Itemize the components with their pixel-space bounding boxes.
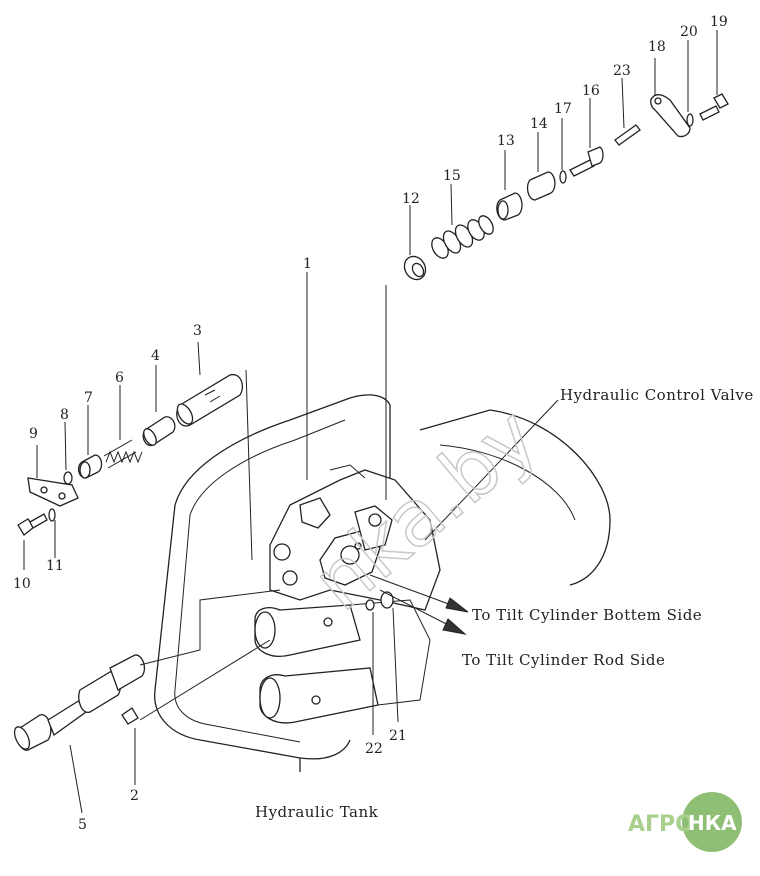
- captions: Hydraulic Control Valve To Tilt Cylinder…: [255, 386, 754, 821]
- part-14-retainer: [526, 171, 556, 201]
- part-12-ring: [403, 255, 427, 281]
- callout-4: 4: [151, 348, 160, 364]
- part-18-cover: [650, 94, 691, 138]
- callout-1: 1: [303, 256, 312, 272]
- part-9-plate: [27, 477, 79, 507]
- callout-19: 19: [710, 14, 728, 30]
- callout-14: 14: [530, 116, 548, 132]
- part-10-bolt: [17, 513, 48, 536]
- callout-8: 8: [60, 407, 69, 423]
- callout-12: 12: [402, 191, 420, 207]
- callout-10: 10: [13, 576, 31, 592]
- part-21-o-ring: [380, 591, 394, 609]
- callout-15: 15: [443, 168, 461, 184]
- caption-hydraulic-tank: Hydraulic Tank: [255, 803, 379, 821]
- part-20-washer: [686, 113, 694, 127]
- part-3-sleeve: [176, 373, 244, 427]
- part-19-bolt: [699, 93, 729, 121]
- part-16-adjust-screw: [569, 146, 604, 177]
- callout-6: 6: [115, 370, 124, 386]
- callout-7: 7: [84, 390, 93, 406]
- part-17-o-ring: [559, 170, 567, 184]
- tank-cylinders: [254, 599, 431, 724]
- part-22-o-ring: [365, 599, 375, 611]
- caption-tilt-bottom: To Tilt Cylinder Bottem Side: [472, 606, 702, 624]
- caption-control-valve: Hydraulic Control Valve: [560, 386, 754, 404]
- callout-9: 9: [29, 426, 38, 442]
- part-23-pin: [614, 124, 641, 146]
- part-7-seat: [77, 454, 103, 479]
- hydraulic-tank: [154, 394, 611, 772]
- control-valve-body: [269, 464, 441, 611]
- callout-22: 22: [365, 741, 383, 757]
- callout-3: 3: [193, 323, 202, 339]
- logo-text-left: АГРО: [628, 812, 694, 837]
- callout-numbers: 1 2 3 4 5 6 7 8 9 10 11 12 13 14 15 16 1…: [13, 14, 728, 833]
- part-5-spool: [13, 654, 146, 751]
- callout-20: 20: [680, 24, 698, 40]
- callout-21: 21: [389, 728, 407, 744]
- callout-23: 23: [613, 63, 631, 79]
- callout-18: 18: [648, 39, 666, 55]
- caption-tilt-rod: To Tilt Cylinder Rod Side: [462, 651, 665, 669]
- callout-2: 2: [130, 788, 139, 804]
- leader-lines: [23, 30, 718, 814]
- part-13-seat: [496, 192, 523, 221]
- callout-17: 17: [554, 101, 572, 117]
- part-15-spring: [431, 215, 494, 259]
- logo-text-right: НКА: [688, 811, 737, 835]
- agronka-logo: АГРО НКА: [628, 792, 742, 852]
- part-11-washer: [48, 508, 56, 522]
- callout-5: 5: [78, 817, 87, 833]
- callout-16: 16: [582, 83, 600, 99]
- callout-11: 11: [46, 558, 64, 574]
- part-4-spool-end: [142, 416, 176, 447]
- part-6-spring: [103, 439, 143, 469]
- part-8-o-ring: [63, 471, 73, 485]
- callout-13: 13: [497, 133, 515, 149]
- part-2-plug: [121, 707, 139, 725]
